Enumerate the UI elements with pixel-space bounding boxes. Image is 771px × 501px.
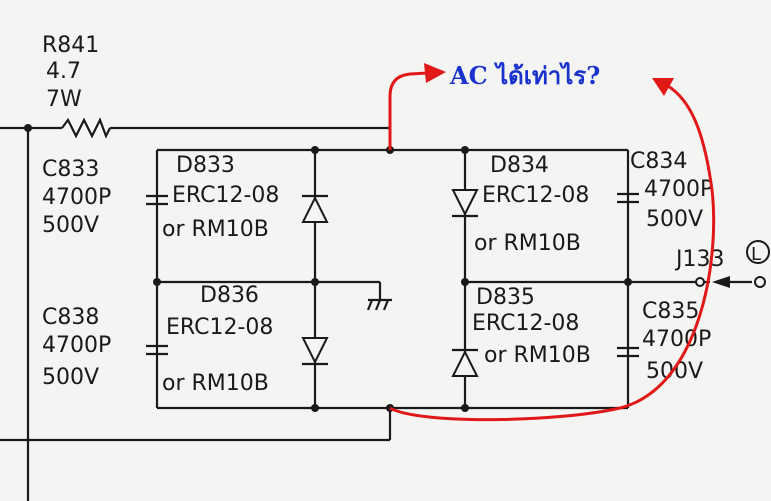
r841-value: 4.7 xyxy=(46,59,81,84)
ground-symbol xyxy=(366,298,392,311)
capacitor-c833-symbol xyxy=(146,194,168,206)
annotation-question: AC ได้เท่าไร? xyxy=(449,61,600,90)
j133-marker: L xyxy=(751,244,761,265)
junction-dots xyxy=(24,124,632,412)
c838-value: 4700P xyxy=(42,333,111,358)
d836-ref: D836 xyxy=(200,283,259,308)
d835-alt: or RM10B xyxy=(484,343,591,368)
c835-rating: 500V xyxy=(646,359,703,384)
c833-ref: C833 xyxy=(42,157,99,182)
d836-alt: or RM10B xyxy=(162,371,269,396)
d836-part: ERC12-08 xyxy=(166,315,273,340)
c835-value: 4700P xyxy=(642,327,711,352)
diode-d836-symbol xyxy=(301,337,329,366)
diode-d834-symbol xyxy=(451,189,479,218)
d833-ref: D833 xyxy=(176,153,235,178)
c834-rating: 500V xyxy=(646,207,703,232)
resistor-r841 xyxy=(61,117,111,139)
j133-ref: J133 xyxy=(674,247,724,272)
capacitor-c835-symbol xyxy=(617,346,639,358)
c833-value: 4700P xyxy=(42,185,111,210)
d834-ref: D834 xyxy=(490,153,549,178)
capacitor-c834-symbol xyxy=(617,192,639,204)
connector-j133: L xyxy=(695,240,770,288)
c833-rating: 500V xyxy=(42,213,99,238)
d835-part: ERC12-08 xyxy=(472,311,579,336)
d834-part: ERC12-08 xyxy=(482,183,589,208)
d835-ref: D835 xyxy=(476,285,535,310)
c834-ref: C834 xyxy=(630,149,687,174)
wires xyxy=(0,126,710,501)
diode-d833-symbol xyxy=(301,194,329,223)
d833-alt: or RM10B xyxy=(162,217,269,242)
c838-ref: C838 xyxy=(42,305,99,330)
r841-ref: R841 xyxy=(42,33,99,58)
labels: R841 4.7 7W C833 4700P 500V C838 4700P 5… xyxy=(42,33,724,396)
c838-rating: 500V xyxy=(42,365,99,390)
c834-value: 4700P xyxy=(644,177,713,202)
c835-ref: C835 xyxy=(642,299,699,324)
diode-d835-symbol xyxy=(451,348,479,377)
r841-rating: 7W xyxy=(46,87,82,112)
d833-part: ERC12-08 xyxy=(172,183,279,208)
annotation-arrows xyxy=(388,63,716,422)
d834-alt: or RM10B xyxy=(474,231,581,256)
capacitor-c838-symbol xyxy=(146,344,168,356)
